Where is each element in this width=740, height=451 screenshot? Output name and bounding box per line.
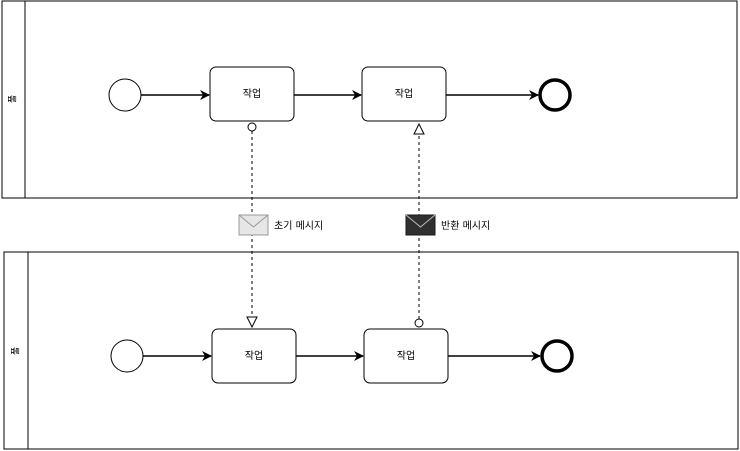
pool-bottom-start-event[interactable] [110,339,144,373]
pool-top-task-2[interactable]: 작업 [361,66,447,122]
envelope-dark-icon [405,214,436,236]
task-label: 작업 [243,87,261,100]
task-label: 작업 [395,87,413,100]
task-label: 작업 [397,349,415,362]
pool-top-task-1[interactable]: 작업 [209,66,295,122]
pool-bottom-task-1[interactable]: 작업 [211,328,297,384]
pool-top-end-event[interactable] [538,78,572,112]
pool-top-start-event[interactable] [108,78,142,112]
message-label-initial: 초기 메시지 [274,220,323,232]
pool-top-label: 풀 [8,95,19,103]
pool-bottom-task-2[interactable]: 작업 [363,328,449,384]
message-label-return: 반환 메시지 [441,220,490,232]
envelope-light-icon [238,214,269,236]
pool-bottom-end-event[interactable] [540,339,574,373]
task-label: 작업 [245,349,263,362]
pool-bottom-label: 풀 [11,347,22,355]
